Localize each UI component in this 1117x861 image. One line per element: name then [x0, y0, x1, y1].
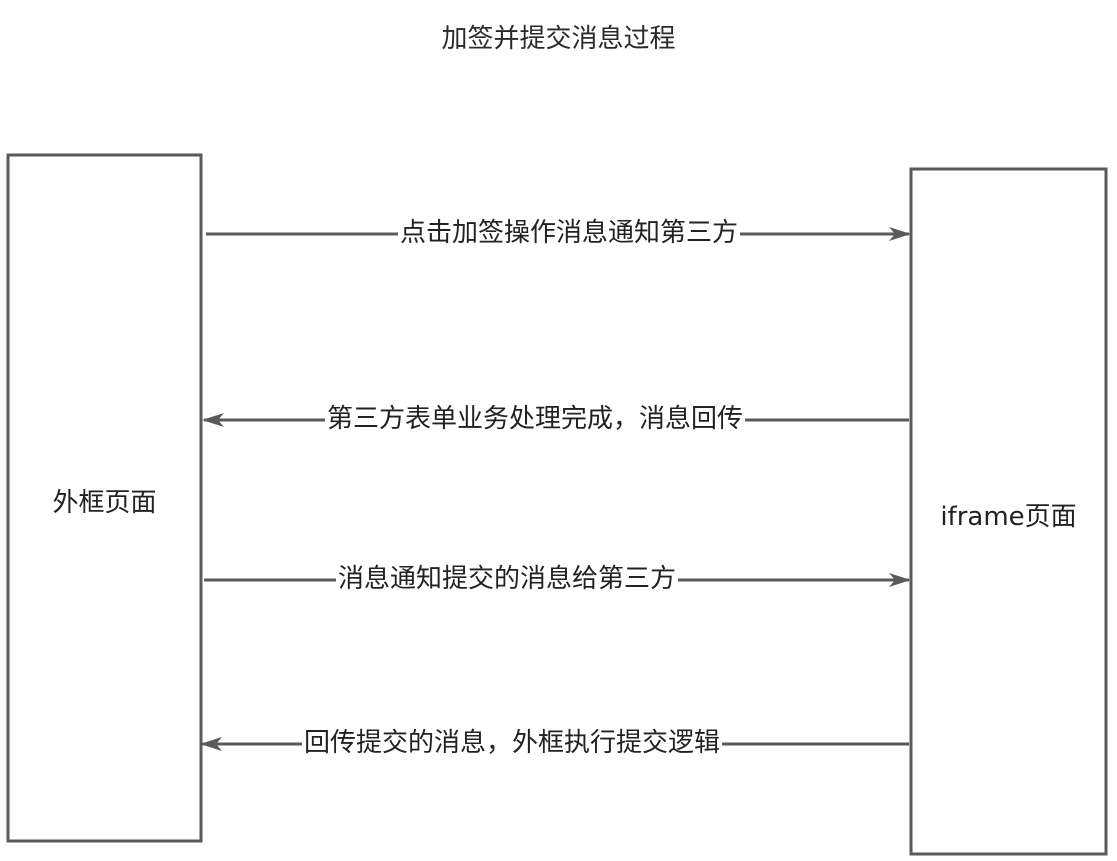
- diagram-title: 加签并提交消息过程: [441, 24, 676, 54]
- edge-4-label: 回传提交的消息，外框执行提交逻辑: [302, 726, 723, 760]
- outer-page-label: 外框页面: [52, 488, 157, 518]
- iframe-page-label: iframe页面: [940, 502, 1077, 532]
- edge-2-label: 第三方表单业务处理完成，消息回传: [325, 402, 746, 436]
- edge-3-label: 消息通知提交的消息给第三方: [336, 562, 679, 596]
- outer-page-box: [6, 153, 203, 843]
- iframe-page-box: [909, 167, 1108, 856]
- edge-1-label: 点击加签操作消息通知第三方: [398, 216, 741, 250]
